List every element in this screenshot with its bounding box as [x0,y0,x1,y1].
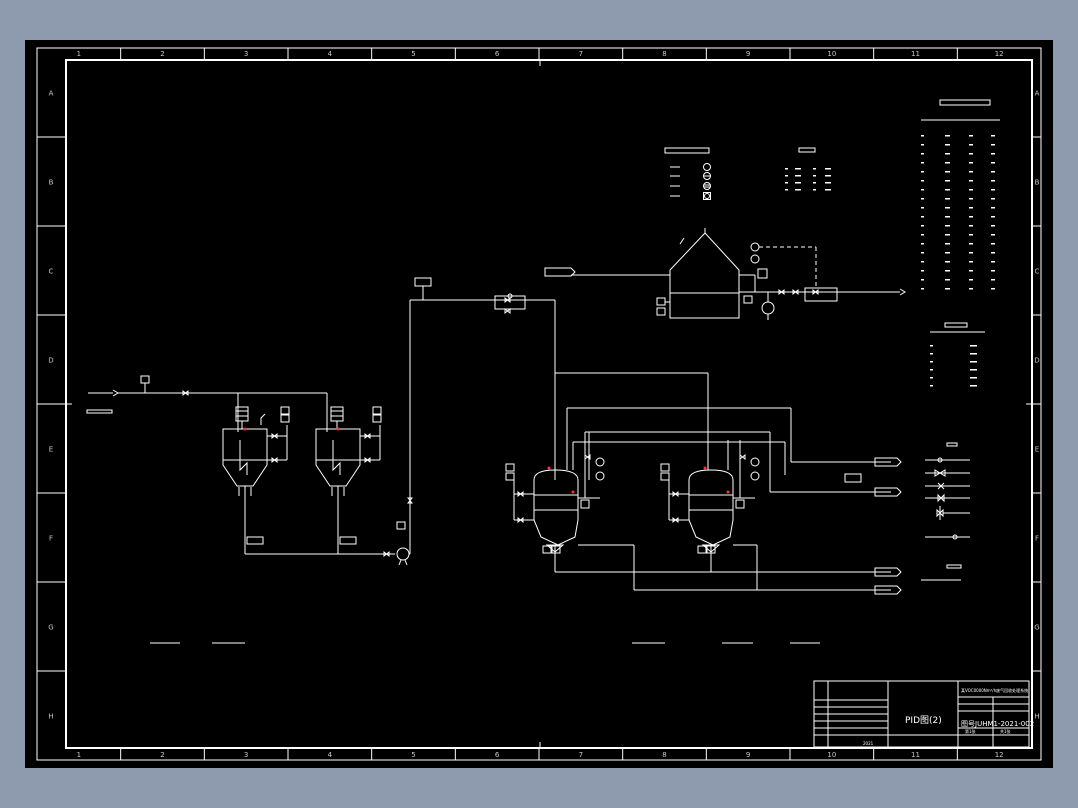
drawing-date: 2021 [863,741,874,746]
project-name: 某VOC0000Nm³/h废气回收处理系统 [961,687,1028,693]
equipment-list-table [921,99,1000,290]
grid-column-label: 7 [579,50,583,58]
sheet-number: 第1张 [965,728,976,734]
symbol-legend [921,442,970,581]
voc-vessel [544,228,906,320]
inner-frame [65,59,1033,749]
tank-outlet-header [245,277,555,566]
instrument-legend [664,147,711,200]
grid-column-label: 5 [411,50,415,58]
grid-row-label: H [1034,713,1039,721]
grid-column-label: 8 [662,751,666,759]
sheet-count: 共1张 [1000,728,1011,734]
grid-row-label: A [49,90,54,98]
grid-row-label: E [1035,446,1039,454]
grid-row-label: D [48,357,53,365]
drawing-number: 图号JUHM1-2021-002 [961,720,1034,728]
transfer-pump [396,547,410,561]
grid-column-label: 8 [662,50,666,58]
reactor-1 [505,431,785,572]
grid-column-label: 9 [746,751,750,759]
reactor-2 [660,440,760,572]
tank-1 [222,406,290,554]
control-valve-station [494,293,556,480]
grid-column-label: 4 [328,751,333,759]
grid-column-label: 11 [911,50,920,58]
grid-row-label: C [1035,268,1040,276]
grid-row-label: B [1035,179,1040,187]
grid-row-label: H [48,713,53,721]
grid-column-label: 12 [995,50,1004,58]
grid-row-label: E [49,446,53,454]
grid-column-label: 4 [328,50,333,58]
grid-column-label: 3 [244,751,248,759]
grid-column-label: 3 [244,50,248,58]
grid-row-label: G [1034,624,1039,632]
grid-column-label: 1 [77,50,81,58]
reactor-piping [554,372,902,595]
line-code-table [930,322,985,387]
grid-column-label: 12 [995,751,1004,759]
grid-row-label: A [1035,90,1040,98]
grid-column-label: 10 [827,50,836,58]
drawing-title: PID图(2) [905,715,942,726]
grid-column-label: 2 [160,751,164,759]
feed-line [86,375,328,432]
grid-column-label: 10 [827,751,836,759]
grid-column-label: 5 [411,751,415,759]
vacuum-pump [761,301,775,315]
grid-column-label: 9 [746,50,750,58]
grid-column-label: 6 [495,751,500,759]
grid-row-label: B [49,179,54,187]
grid-row-label: C [49,268,54,276]
grid-row-label: D [1034,357,1039,365]
grid-row-label: G [48,624,53,632]
abbreviation-legend [785,147,831,191]
outer-frame [36,47,1042,761]
grid-row-label: F [1035,535,1039,543]
grid-column-label: 6 [495,50,500,58]
tank-2 [315,406,382,554]
grid-column-label: 11 [911,751,920,759]
grid-column-label: 1 [77,751,81,759]
grid-column-label: 2 [160,50,164,58]
grid-column-label: 7 [579,751,583,759]
grid-row-label: F [49,535,53,543]
title-block [813,680,1030,748]
